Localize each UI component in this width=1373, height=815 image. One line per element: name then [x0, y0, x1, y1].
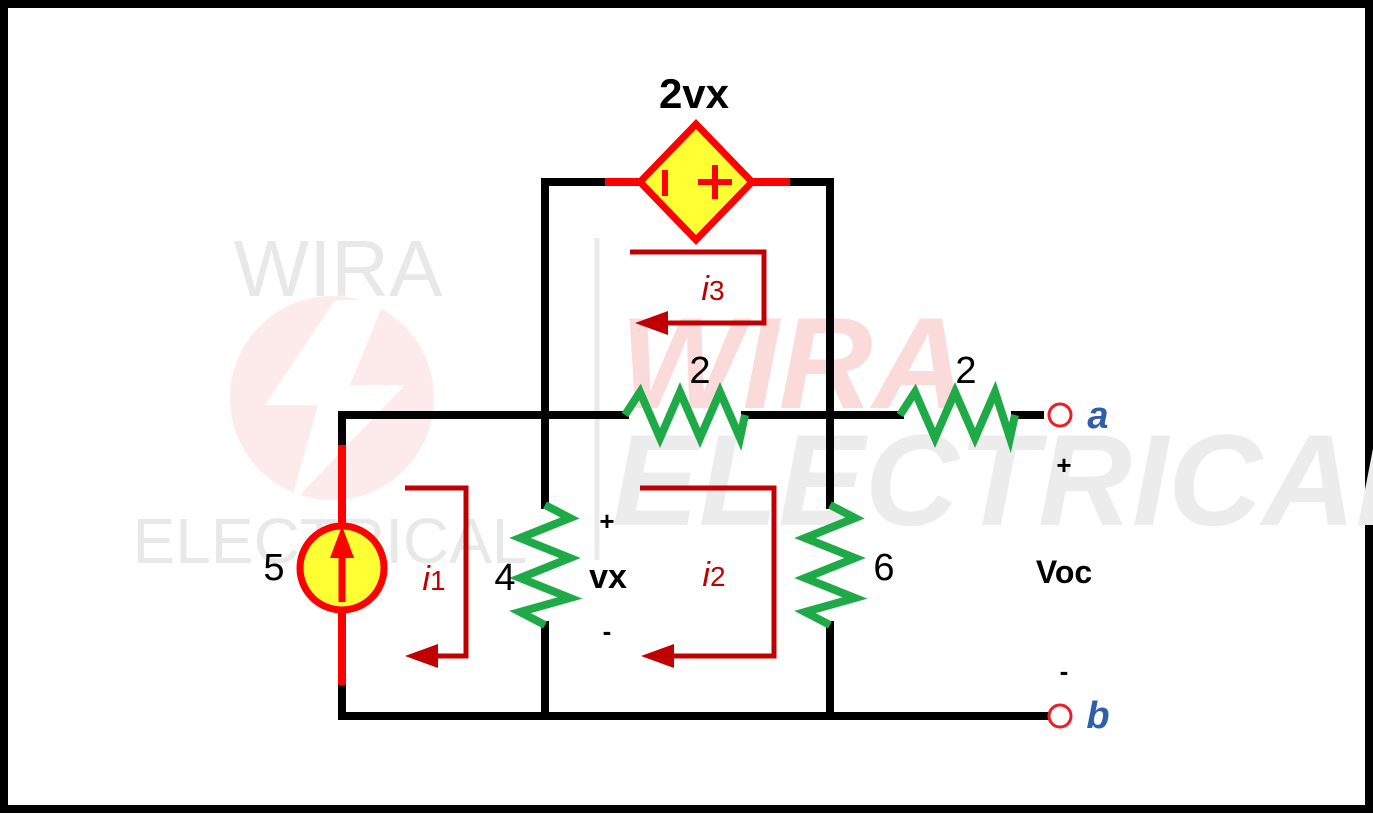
dependent-source-diamond [635, 118, 757, 246]
watermark-brand-bottom: ELECTRICAL [612, 407, 1373, 553]
current-source-value: 5 [263, 547, 284, 589]
loop-i3-arrow-icon [635, 311, 668, 335]
resistor-2-right [896, 380, 1019, 454]
resistor-2-right-label: 2 [955, 350, 976, 392]
voc-plus: + [1056, 450, 1071, 480]
watermark-bolt-icon [265, 300, 405, 505]
resistor-4 [509, 501, 583, 629]
dependent-voltage-source [635, 118, 757, 246]
watermark-logo-circle [230, 296, 434, 500]
resistor-6-label: 6 [873, 547, 894, 589]
loop-i3-label: i3 [701, 270, 724, 308]
loop-i2-arrow-icon [641, 644, 674, 668]
wire-top-branch [541, 178, 609, 509]
terminal-a-ring [1047, 402, 1073, 428]
voc-minus: - [1060, 656, 1069, 686]
loop-i1-path [405, 485, 469, 659]
watermark-logo-top: WIRA [234, 224, 444, 313]
resistor-2-middle-label: 2 [689, 350, 710, 392]
vx-minus: - [603, 616, 612, 646]
loop-i3-path [630, 249, 767, 326]
current-source-arrow-icon [330, 526, 354, 558]
resistor-4-label: 4 [494, 557, 515, 599]
wire-middle-left [338, 411, 629, 449]
terminal-b-label: b [1086, 695, 1109, 737]
dependent-source-label: 2vx [659, 70, 730, 117]
vx-label: vx [589, 558, 627, 596]
current-source [296, 522, 388, 614]
wire-top-branch-right [786, 178, 834, 509]
resistors [509, 380, 1019, 629]
terminal-b-ring [1047, 703, 1073, 729]
mesh-loops [405, 249, 777, 659]
resistor-6 [794, 501, 868, 629]
wires [338, 178, 1049, 720]
loop-i1-arrow-icon [405, 644, 438, 668]
loop-i2-label: i2 [702, 556, 725, 594]
loop-i2-path [640, 485, 777, 659]
resistor-2-middle [621, 381, 749, 451]
voc-label: Voc [1036, 554, 1092, 590]
terminal-a-label: a [1087, 395, 1108, 437]
vx-plus: + [599, 506, 614, 536]
current-source-leads [338, 178, 790, 685]
wire-bottom [338, 681, 1049, 720]
loop-i1-label: i1 [422, 560, 445, 598]
